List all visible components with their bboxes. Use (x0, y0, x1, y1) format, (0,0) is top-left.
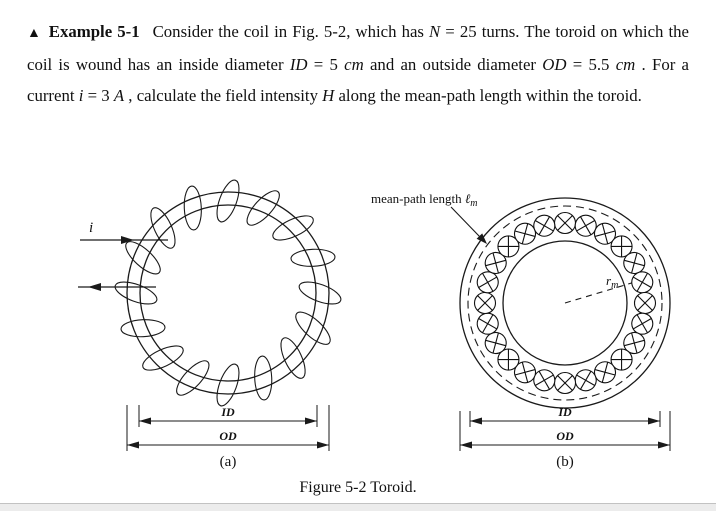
current-label: i (89, 220, 93, 236)
dim-arrowhead (317, 441, 329, 449)
toroid-b: mean-path length ℓm rm ID O (371, 191, 671, 470)
current-arrowhead (121, 236, 134, 244)
figure-caption: Figure 5-2 Toroid. (299, 479, 416, 496)
dim-arrowhead (127, 441, 139, 449)
winding-loop (280, 337, 306, 379)
wire-cross-section (473, 291, 497, 315)
od-label: OD (556, 429, 574, 443)
winding-loop (298, 281, 342, 305)
var-OD: OD (542, 55, 567, 74)
wire-cross-section (553, 211, 577, 235)
body-text: along the mean-path length within the to… (334, 86, 642, 105)
unit-cm: cm (615, 55, 636, 74)
body-text: = 5 (307, 55, 345, 74)
od-dimension-b: OD (459, 411, 671, 451)
winding-loop (142, 345, 184, 371)
wire-cross-section (633, 291, 657, 315)
current-lead-out (78, 283, 156, 291)
wire-cross-section (553, 371, 577, 395)
body-text: . For a current (27, 55, 689, 105)
winding-loop (295, 311, 331, 345)
toroid-a: i ID OD (a) (78, 179, 342, 470)
subfigure-a-tag: (a) (220, 454, 237, 470)
unit-cm: cm (344, 55, 364, 74)
annotation-arrowhead (476, 233, 487, 244)
coil-windings (114, 179, 342, 407)
body-text: Consider the coil in Fig. 5-2, which has (152, 22, 430, 41)
id-label: ID (557, 405, 572, 419)
od-label: OD (219, 429, 237, 443)
current-arrowhead (88, 283, 101, 291)
winding-loop (176, 360, 210, 396)
body-text: , calculate the field intensity (124, 86, 323, 105)
annotation-arrow-line (450, 206, 481, 238)
var-ID: ID (289, 55, 308, 74)
triangle-marker-icon: ▲ (27, 26, 42, 41)
winding-loop (254, 355, 273, 401)
example-paragraph: ▲ Example 5-1 Consider the coil in Fig. 5-… (0, 0, 716, 149)
dim-arrowhead (305, 417, 317, 425)
winding-loop (120, 319, 166, 338)
toroid-inner-circle (502, 240, 628, 366)
winding-loop (246, 190, 280, 226)
toroid-outer-circle (126, 191, 330, 395)
winding-loop (183, 185, 202, 231)
winding-loop (272, 215, 314, 241)
window-bottom-edge (0, 503, 716, 511)
mean-path-dashed-circle (467, 205, 663, 401)
dim-arrowhead (470, 417, 482, 425)
body-text: = 25 turns. The toroid on which the coil… (27, 22, 689, 74)
id-dimension-b: ID (469, 405, 661, 427)
dim-arrowhead (648, 417, 660, 425)
body-text: = 3 (83, 86, 114, 105)
dim-arrowhead (139, 417, 151, 425)
id-dimension-a: ID (138, 405, 318, 427)
winding-loop (114, 281, 158, 305)
var-H: H (322, 86, 335, 105)
example-title: Example 5-1 (48, 22, 140, 41)
winding-loop (290, 248, 336, 267)
id-label: ID (220, 405, 235, 419)
dim-arrowhead (460, 441, 472, 449)
winding-loop (216, 363, 240, 407)
winding-loop (216, 179, 240, 223)
mean-path-label: mean-path length ℓm (371, 191, 478, 209)
winding-loop (125, 241, 161, 275)
winding-loop (150, 207, 176, 249)
toroid-inner-circle (139, 204, 317, 382)
var-i: i (78, 86, 84, 105)
mean-path-annotation: mean-path length ℓm (371, 191, 487, 244)
mean-radius-label: rm (606, 273, 618, 291)
subfigure-b-tag: (b) (556, 454, 574, 470)
body-text: and an outside diameter (363, 55, 543, 74)
mean-radius-dashed-line (564, 279, 641, 304)
body-text: = 5.5 (566, 55, 616, 74)
dim-arrowhead (658, 441, 670, 449)
unit-A: A (113, 86, 125, 105)
toroid-outer-circle (459, 197, 671, 409)
current-lead-in (80, 236, 168, 244)
figure-5-2: i ID OD (a) (78, 179, 671, 496)
var-N: N (429, 22, 441, 41)
od-dimension-a: OD (126, 405, 330, 451)
